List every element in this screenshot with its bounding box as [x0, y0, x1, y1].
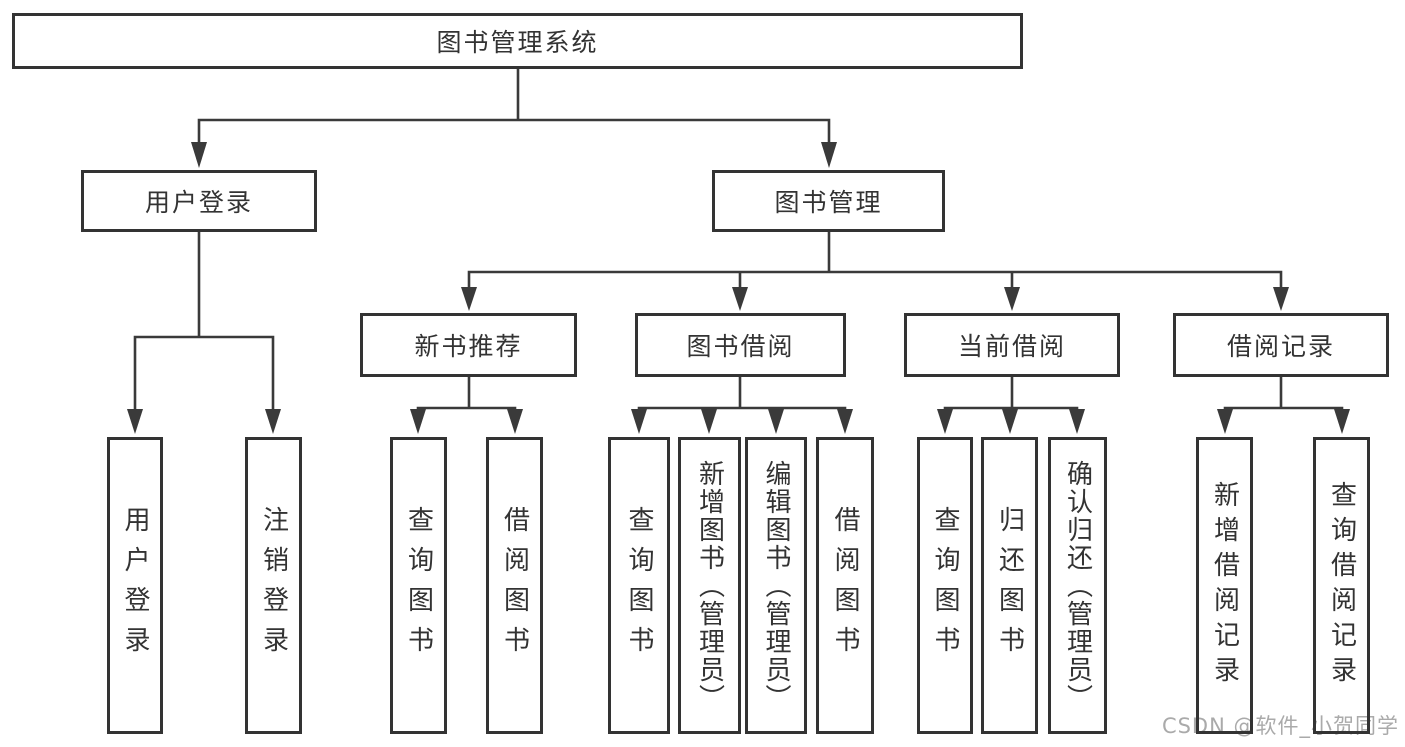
node-current-borrowing: 当前借阅: [904, 313, 1120, 377]
leaf-borrowing-borrow-books: 借阅图书: [816, 437, 874, 734]
node-library-management-system: 图书管理系统: [12, 13, 1023, 69]
node-label: 新增借阅记录: [1209, 480, 1240, 691]
node-label: 编辑图书（管理员）: [761, 459, 791, 712]
node-label: 确认归还（管理员）: [1062, 459, 1093, 712]
csdn-watermark: CSDN @软件_小贺同学: [1161, 714, 1399, 738]
node-label: 归还图书: [994, 505, 1025, 666]
node-label: 查询图书: [403, 505, 434, 666]
leaf-current-confirm-return-admin: 确认归还（管理员）: [1048, 437, 1107, 734]
leaf-borrowing-add-books-admin: 新增图书（管理员）: [678, 437, 741, 734]
node-label: 用户登录: [120, 505, 150, 666]
leaf-current-query-books: 查询图书: [917, 437, 973, 734]
node-label: 借阅图书: [499, 505, 530, 666]
node-label: 查询图书: [930, 505, 960, 666]
leaf-records-add-borrow-record: 新增借阅记录: [1196, 437, 1253, 734]
leaf-borrowing-query-books: 查询图书: [608, 437, 670, 734]
node-book-management: 图书管理: [712, 170, 945, 232]
arrowheads: [127, 142, 1350, 434]
leaf-recommend-borrow-books: 借阅图书: [486, 437, 543, 734]
node-new-book-recommend: 新书推荐: [360, 313, 577, 377]
leaf-records-query-borrow-record: 查询借阅记录: [1313, 437, 1370, 734]
leaf-current-return-books: 归还图书: [981, 437, 1038, 734]
node-label: 查询借阅记录: [1326, 480, 1357, 691]
node-book-borrowing: 图书借阅: [635, 313, 846, 377]
node-borrow-records: 借阅记录: [1173, 313, 1389, 377]
leaf-logout-login: 注销登录: [245, 437, 302, 734]
node-user-login: 用户登录: [81, 170, 317, 232]
node-label: 新增图书（管理员）: [694, 459, 725, 712]
node-label: 新书推荐: [414, 332, 523, 361]
node-label: 图书管理: [774, 188, 883, 217]
leaf-user-login: 用户登录: [107, 437, 163, 734]
node-label: 图书借阅: [686, 332, 795, 361]
node-label: 查询图书: [624, 505, 654, 666]
node-label: 借阅记录: [1226, 332, 1335, 361]
node-label: 借阅图书: [830, 505, 860, 666]
node-label: 图书管理系统: [436, 28, 599, 57]
leaf-recommend-query-books: 查询图书: [390, 437, 447, 734]
node-label: 注销登录: [258, 505, 289, 666]
node-label: 用户登录: [144, 188, 253, 217]
node-label: 当前借阅: [957, 332, 1066, 361]
leaf-borrowing-edit-books-admin: 编辑图书（管理员）: [745, 437, 807, 734]
